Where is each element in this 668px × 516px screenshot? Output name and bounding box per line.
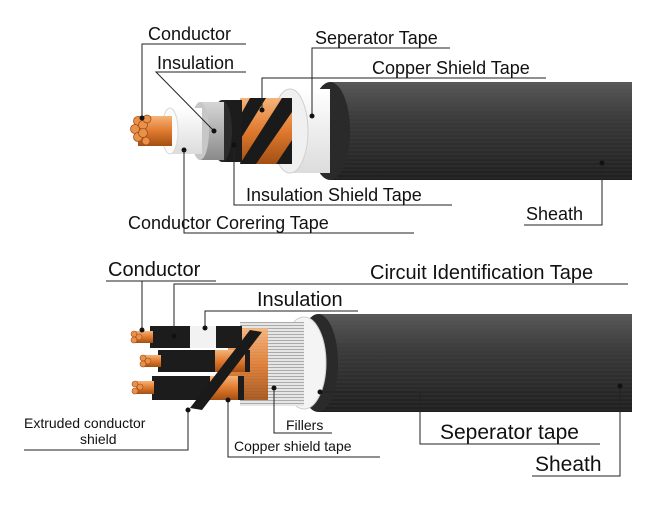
bottom-core-1 [130, 326, 242, 348]
bottom-label-separator-tape: Seperator tape [440, 421, 579, 444]
bottom-cable: Conductor Circuit Identification Tape In… [24, 259, 632, 477]
top-label-conductor-corering-tape: Conductor Corering Tape [128, 213, 329, 233]
bottom-label-insulation: Insulation [257, 289, 343, 311]
top-label-copper-shield-tape: Copper Shield Tape [372, 58, 530, 78]
bottom-label-copper-shield-tape: Copper shield tape [234, 438, 352, 454]
top-cable: Conductor Insulation Seperator Tape Copp… [128, 24, 632, 234]
bottom-label-extruded-conductor-shield-line2: shield [80, 431, 117, 447]
top-conductor [130, 114, 172, 146]
bottom-label-conductor: Conductor [108, 259, 201, 281]
bottom-sheath [298, 314, 632, 412]
bottom-core-3 [131, 376, 244, 400]
bottom-label-fillers: Fillers [286, 417, 323, 433]
top-copper-shield-tape [240, 98, 292, 164]
bottom-identification-tape [190, 330, 262, 410]
bottom-leader-dots [139, 325, 623, 413]
top-sheath [310, 82, 632, 180]
top-leader-dots [139, 107, 605, 166]
bottom-leader-lines [24, 280, 628, 477]
top-leader-lines [141, 43, 603, 234]
top-label-sheath: Sheath [526, 204, 583, 224]
top-label-conductor: Conductor [148, 24, 231, 44]
top-label-insulation: Insulation [157, 53, 234, 73]
bottom-label-sheath: Sheath [535, 453, 602, 476]
top-label-insulation-shield-tape: Insulation Shield Tape [246, 185, 422, 205]
bottom-label-extruded-conductor-shield-line1: Extruded conductor [24, 415, 146, 431]
bottom-label-circuit-identification-tape: Circuit Identification Tape [370, 262, 593, 284]
top-label-separator-tape: Seperator Tape [315, 28, 438, 48]
